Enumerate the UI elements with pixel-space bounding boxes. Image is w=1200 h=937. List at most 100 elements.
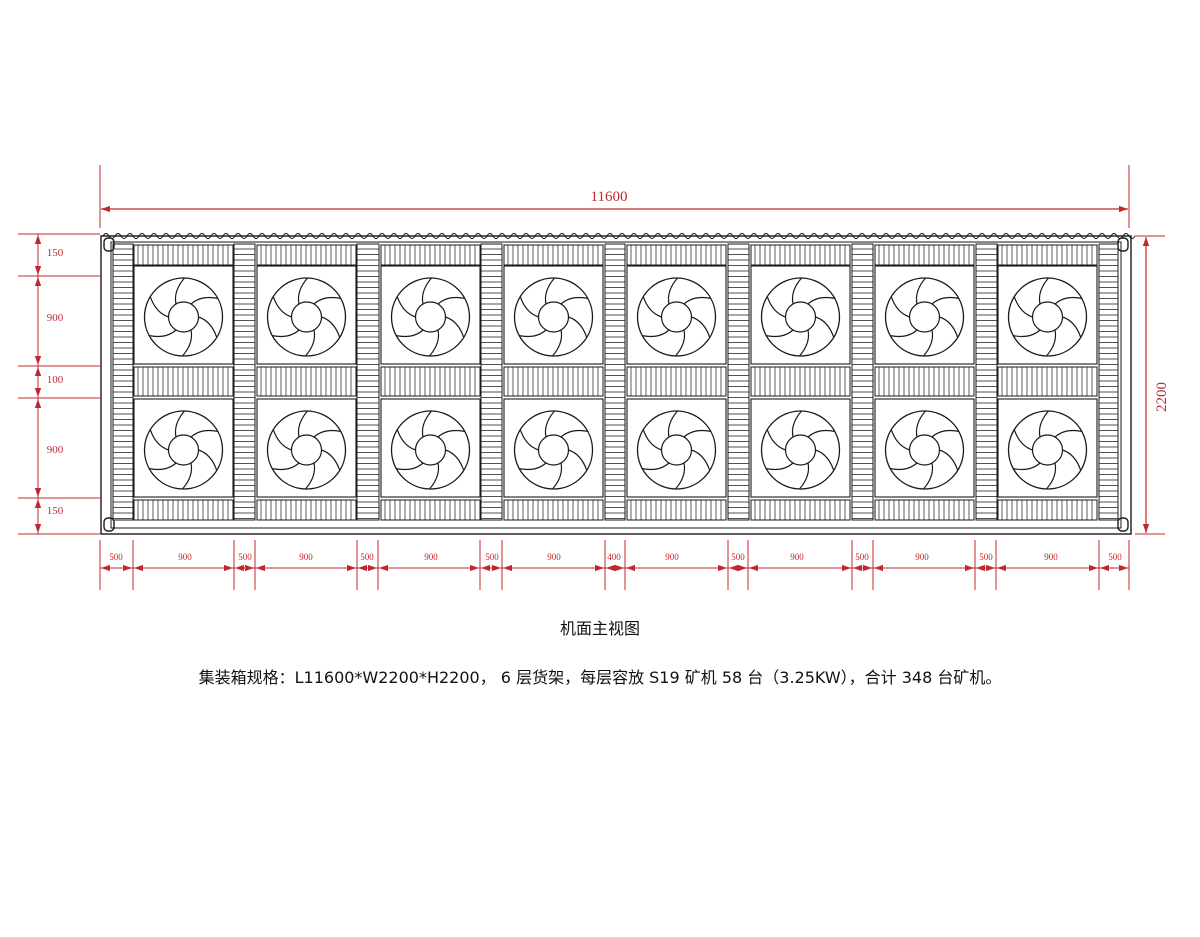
vertical-slat-column [851, 243, 874, 521]
corner-casting [1117, 517, 1129, 532]
horizontal-slat-band [503, 499, 604, 521]
horizontal-slat-band [380, 499, 481, 521]
container-inner-frame [110, 241, 1122, 529]
horizontal-slat-band [997, 366, 1098, 397]
vertical-slat-column [112, 243, 134, 521]
fan-icon [143, 410, 224, 490]
h-segment-label: 500 [360, 552, 374, 562]
v-segment-label: 900 [47, 312, 64, 324]
horizontal-slat-band [750, 244, 851, 266]
fan-module-frame [133, 265, 234, 365]
h-segment-label: 900 [1044, 552, 1058, 562]
fan-module-frame [997, 265, 1098, 365]
fan-icon [1007, 277, 1088, 357]
drawing-title: 机面主视图 [559, 619, 640, 638]
h-segment-label: 900 [424, 552, 438, 562]
horizontal-slat-band [874, 366, 975, 397]
h-segment-label: 400 [607, 552, 621, 562]
horizontal-slat-band [133, 244, 234, 266]
h-segment-label: 900 [790, 552, 804, 562]
h-segment-label: 500 [731, 552, 745, 562]
vertical-slat-column [480, 243, 503, 521]
fan-module-frame [503, 398, 604, 498]
v-segment-label: 150 [47, 247, 64, 259]
horizontal-slat-band [380, 366, 481, 397]
fan-module-frame [626, 398, 727, 498]
total-length-label: 11600 [591, 189, 628, 205]
fan-module-frame [256, 398, 357, 498]
corner-casting [103, 517, 115, 532]
h-segment-label: 900 [915, 552, 929, 562]
h-segment-label: 500 [1108, 552, 1122, 562]
fan-module-frame [626, 265, 727, 365]
h-segment-label: 500 [238, 552, 252, 562]
fan-module-frame [874, 398, 975, 498]
fan-icon [513, 410, 594, 490]
fan-icon [760, 410, 841, 490]
total-height-label: 2200 [1154, 382, 1170, 412]
h-segment-label: 900 [299, 552, 313, 562]
horizontal-slat-band [874, 244, 975, 266]
horizontal-slat-band [750, 366, 851, 397]
fan-module-frame [380, 398, 481, 498]
fan-icon [884, 410, 965, 490]
horizontal-slat-band [874, 499, 975, 521]
horizontal-slat-band [503, 244, 604, 266]
fan-icon [636, 277, 717, 357]
corner-casting [1117, 237, 1129, 252]
v-segment-label: 100 [47, 374, 64, 386]
vertical-slat-column [604, 243, 626, 521]
horizontal-slat-band [997, 499, 1098, 521]
dimension-lines: 11600 2200 150 900 100 900 150 500 900 5… [18, 165, 1170, 590]
fan-icon [1007, 410, 1088, 490]
h-segment-label: 500 [855, 552, 869, 562]
fan-module-frame [133, 398, 234, 498]
fan-module-frame [256, 265, 357, 365]
horizontal-slat-band [503, 366, 604, 397]
fan-icon [636, 410, 717, 490]
vertical-slat-column [975, 243, 998, 521]
fan-icon [390, 277, 471, 357]
horizontal-slat-band [256, 244, 357, 266]
fan-module-frame [503, 265, 604, 365]
horizontal-slat-band [626, 366, 727, 397]
horizontal-slat-band [750, 499, 851, 521]
container-outer-frame [100, 235, 1132, 535]
fan-module-frame [874, 265, 975, 365]
fan-icon [513, 277, 594, 357]
fan-icon [266, 277, 347, 357]
vertical-slat-column [356, 243, 380, 521]
fan-grid [143, 277, 1088, 490]
h-segment-label: 900 [547, 552, 561, 562]
v-segment-label: 150 [47, 505, 64, 517]
horizontal-slat-band [380, 244, 481, 266]
horizontal-slat-band [997, 244, 1098, 266]
horizontal-slat-band [256, 366, 357, 397]
horizontal-slat-band [133, 499, 234, 521]
container-body [100, 233, 1136, 535]
fan-icon [390, 410, 471, 490]
vertical-slat-column [1098, 243, 1119, 521]
fan-icon [143, 277, 224, 357]
container-spec-note: 集装箱规格：L11600*W2200*H2200， 6 层货架，每层容放 S19… [198, 668, 1002, 687]
fan-module-frame [750, 265, 851, 365]
horizontal-slat-band [626, 244, 727, 266]
fan-module-frame [997, 398, 1098, 498]
fan-module-frame [380, 265, 481, 365]
fan-icon [884, 277, 965, 357]
h-segment-label: 900 [665, 552, 679, 562]
horizontal-slat-band [626, 499, 727, 521]
fan-icon [266, 410, 347, 490]
fan-module-frame [750, 398, 851, 498]
h-segment-label: 900 [178, 552, 192, 562]
h-segment-label: 500 [979, 552, 993, 562]
fan-icon [760, 277, 841, 357]
horizontal-slat-band [256, 499, 357, 521]
horizontal-slat-band [133, 366, 234, 397]
v-segment-label: 900 [47, 444, 64, 456]
vertical-slat-column [727, 243, 750, 521]
vertical-slat-column [233, 243, 256, 521]
h-segment-label: 500 [485, 552, 499, 562]
h-segment-label: 500 [109, 552, 123, 562]
